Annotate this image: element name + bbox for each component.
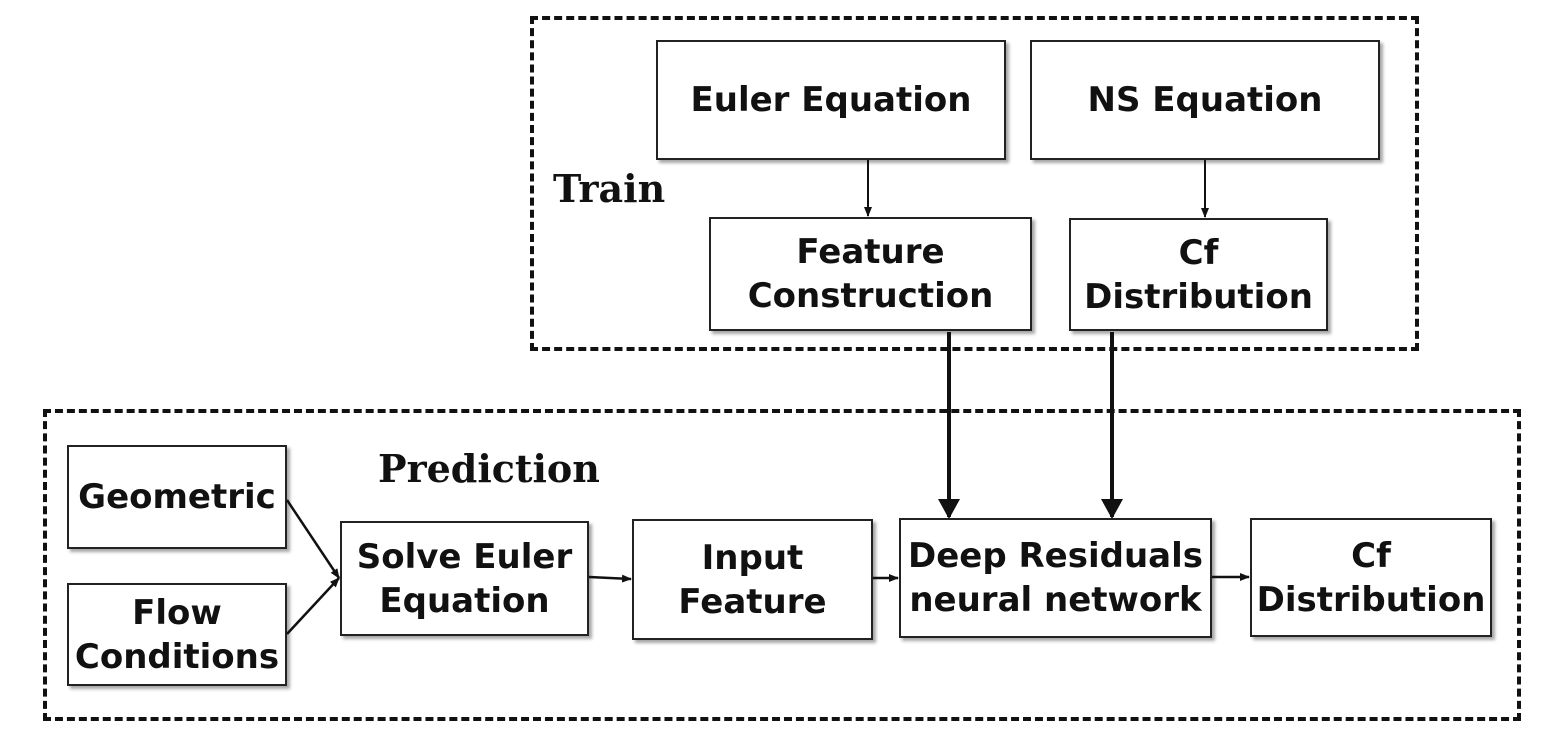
prediction-group bbox=[43, 409, 1521, 721]
input-feature-box: Input Feature bbox=[632, 519, 873, 640]
geometric-box: Geometric bbox=[67, 445, 287, 549]
ns-equation-box: NS Equation bbox=[1030, 40, 1380, 160]
flow-conditions-box: Flow Conditions bbox=[67, 583, 287, 686]
train-group bbox=[530, 16, 1419, 351]
prediction-label: Prediction bbox=[378, 446, 600, 491]
train-cf-distribution-box: Cf Distribution bbox=[1069, 218, 1328, 331]
euler-equation-box: Euler Equation bbox=[656, 40, 1006, 160]
feature-construction-box: Feature Construction bbox=[709, 217, 1032, 331]
prediction-cf-distribution-box: Cf Distribution bbox=[1250, 518, 1492, 637]
deep-residuals-box: Deep Residuals neural network bbox=[899, 518, 1212, 638]
train-label: Train bbox=[553, 166, 666, 211]
solve-euler-box: Solve Euler Equation bbox=[340, 521, 589, 636]
